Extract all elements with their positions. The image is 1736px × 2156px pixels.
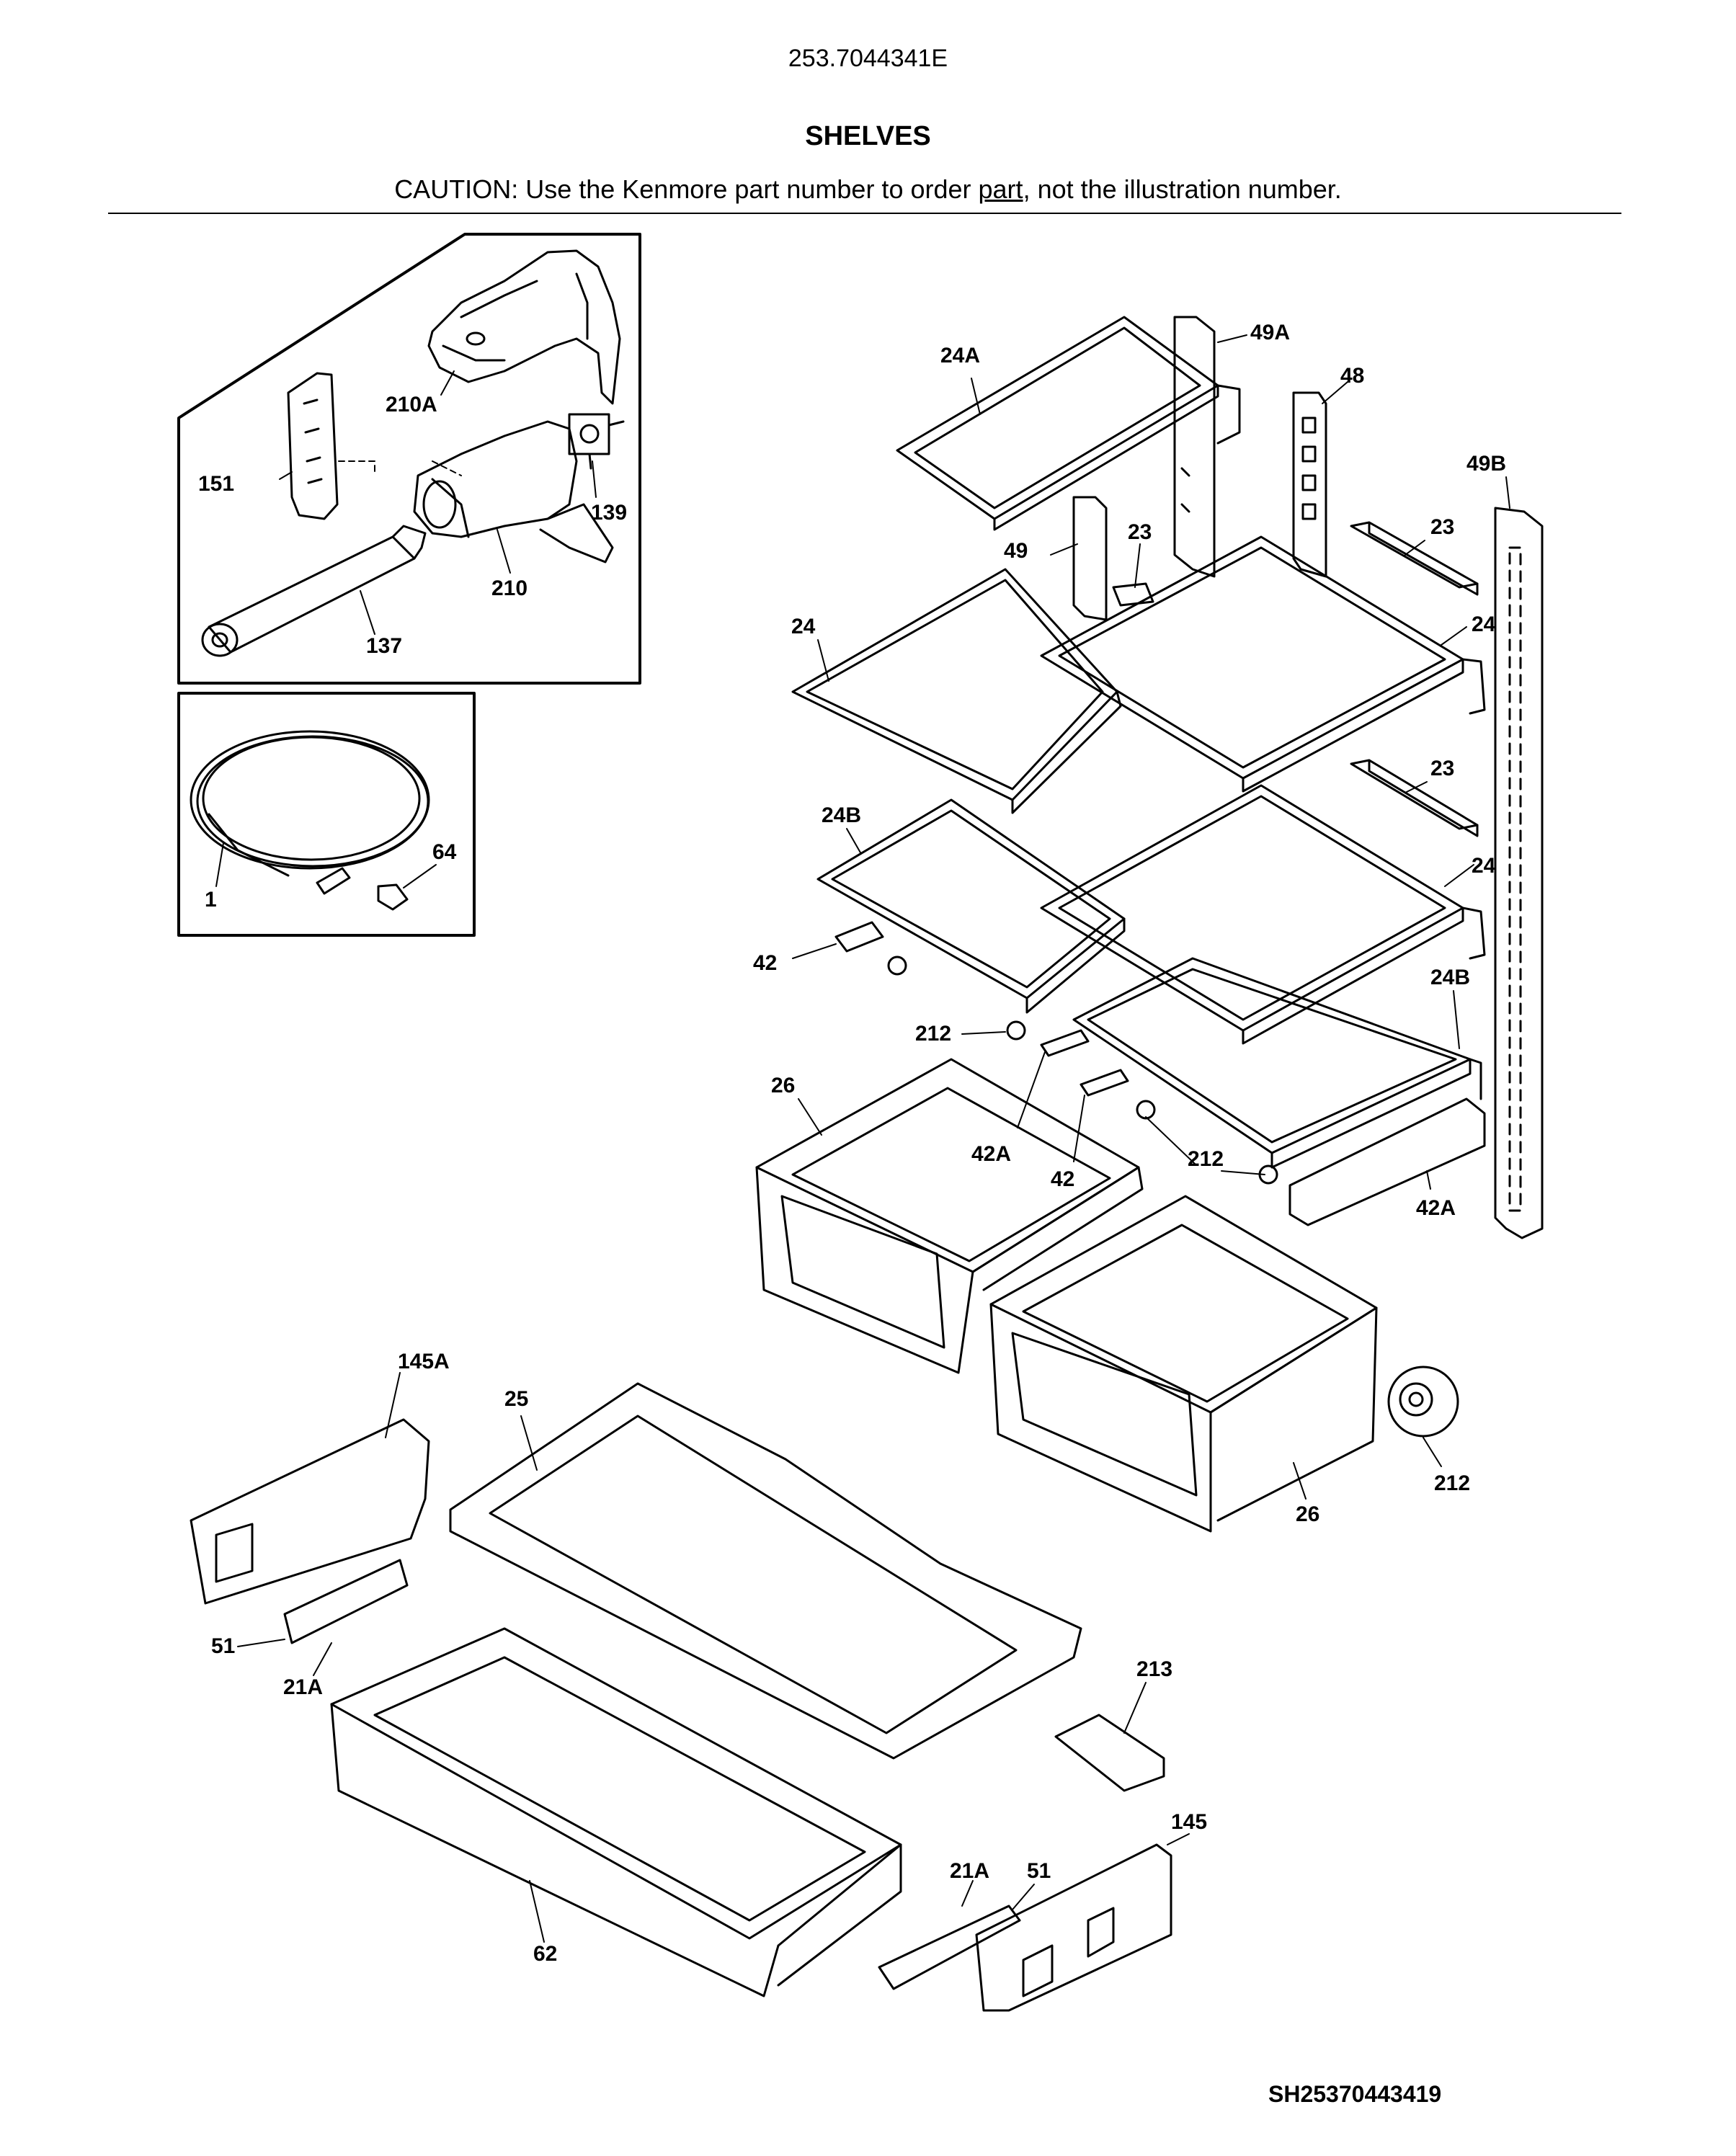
callout-42-left: 42 bbox=[753, 951, 778, 975]
callout-1: 1 bbox=[205, 888, 217, 912]
callout-212-b: 212 bbox=[1188, 1147, 1224, 1171]
shelf-rail-49b bbox=[1494, 507, 1544, 1239]
trim-51-right bbox=[878, 1905, 1021, 1990]
callout-210a: 210A bbox=[386, 393, 437, 416]
callout-21a-right: 21A bbox=[950, 1859, 990, 1883]
latch-213 bbox=[1054, 1714, 1165, 1792]
callout-26-right: 26 bbox=[1296, 1502, 1320, 1526]
pantry-shelf-25 bbox=[449, 1382, 1082, 1760]
callout-137: 137 bbox=[366, 634, 403, 658]
shelf-24-right-lower bbox=[1040, 784, 1486, 1045]
tube-fitting-64 bbox=[316, 867, 409, 911]
callout-51-left: 51 bbox=[211, 1634, 236, 1658]
callout-49: 49 bbox=[1004, 539, 1028, 563]
slide-bracket-145a bbox=[190, 1418, 430, 1605]
callout-213: 213 bbox=[1136, 1657, 1173, 1681]
trim-51-left bbox=[283, 1559, 409, 1644]
water-tubing-1 bbox=[190, 730, 430, 877]
shelf-bracket-23 bbox=[1112, 521, 1479, 837]
callout-42a-right: 42A bbox=[1416, 1196, 1456, 1220]
callout-leaders bbox=[237, 334, 1510, 1943]
callout-51-right: 51 bbox=[1027, 1859, 1051, 1883]
callout-212-c: 212 bbox=[1434, 1471, 1471, 1495]
inset-leaders-2 bbox=[215, 842, 437, 888]
callout-21a-left: 21A bbox=[283, 1675, 324, 1699]
callout-24a: 24A bbox=[940, 344, 981, 368]
callout-42a-left: 42A bbox=[971, 1142, 1012, 1166]
crisper-drawer-26-right bbox=[989, 1195, 1378, 1533]
water-filter-cartridge-137 bbox=[201, 525, 427, 657]
slide-bracket-42 bbox=[834, 921, 1486, 1226]
diagram-code: SH25370443419 bbox=[1268, 2081, 1442, 2107]
shelf-24b-right bbox=[1072, 957, 1482, 1169]
callout-23-upper-right: 23 bbox=[1430, 515, 1455, 539]
callout-26-left: 26 bbox=[771, 1074, 796, 1097]
callout-25: 25 bbox=[504, 1387, 529, 1411]
page-title: SHELVES bbox=[805, 121, 931, 151]
callout-62: 62 bbox=[533, 1942, 558, 1966]
shelf-support-49a bbox=[1173, 316, 1216, 578]
model-number: 253.7044341E bbox=[788, 45, 948, 72]
callout-49b: 49B bbox=[1466, 452, 1507, 476]
callout-24-right-lower: 24 bbox=[1472, 854, 1496, 878]
callout-23-center: 23 bbox=[1128, 520, 1152, 544]
caution-note: CAUTION: Use the Kenmore part number to … bbox=[0, 174, 1736, 205]
callout-212-a: 212 bbox=[915, 1022, 952, 1046]
filter-inset-box bbox=[177, 233, 641, 685]
callout-139: 139 bbox=[591, 501, 628, 525]
filter-head-210 bbox=[413, 420, 614, 564]
callout-151: 151 bbox=[198, 472, 235, 496]
caution-text-end: , not the illustration number. bbox=[1023, 174, 1342, 204]
slide-bracket-145 bbox=[975, 1843, 1172, 2012]
shelf-24b-left bbox=[816, 798, 1126, 1014]
valve-139 bbox=[568, 413, 625, 470]
callout-42-middle: 42 bbox=[1051, 1167, 1075, 1191]
shelf-24-right-upper bbox=[1040, 535, 1486, 793]
callout-145a: 145A bbox=[398, 1350, 450, 1373]
shelf-support-48 bbox=[1292, 391, 1327, 578]
header-divider bbox=[108, 213, 1621, 214]
callout-64: 64 bbox=[432, 840, 457, 864]
caution-part-word: part bbox=[978, 174, 1023, 204]
callout-24-right-upper: 24 bbox=[1472, 612, 1496, 636]
pantry-drawer-62 bbox=[330, 1627, 902, 1997]
callout-210: 210 bbox=[491, 576, 528, 600]
callout-48: 48 bbox=[1340, 364, 1365, 388]
crisper-drawer-26-left bbox=[755, 1058, 1144, 1374]
filter-cover-151 bbox=[287, 372, 339, 520]
filter-housing-210a bbox=[427, 249, 621, 405]
tubing-inset-box bbox=[177, 692, 476, 937]
callout-24b-right: 24B bbox=[1430, 966, 1471, 989]
inset-leaders-1 bbox=[279, 370, 597, 635]
shelf-24a bbox=[896, 316, 1241, 531]
roller-212-detail bbox=[1387, 1366, 1459, 1438]
callout-24-left: 24 bbox=[791, 615, 816, 638]
callout-23-lower-right: 23 bbox=[1430, 757, 1455, 780]
callout-145: 145 bbox=[1171, 1810, 1208, 1834]
callout-24b-left: 24B bbox=[822, 803, 862, 827]
shelf-support-49 bbox=[1072, 496, 1108, 621]
callout-49a: 49A bbox=[1250, 321, 1291, 344]
caution-text: CAUTION: Use the Kenmore part number to … bbox=[394, 174, 979, 204]
shelf-24-left bbox=[791, 568, 1122, 814]
